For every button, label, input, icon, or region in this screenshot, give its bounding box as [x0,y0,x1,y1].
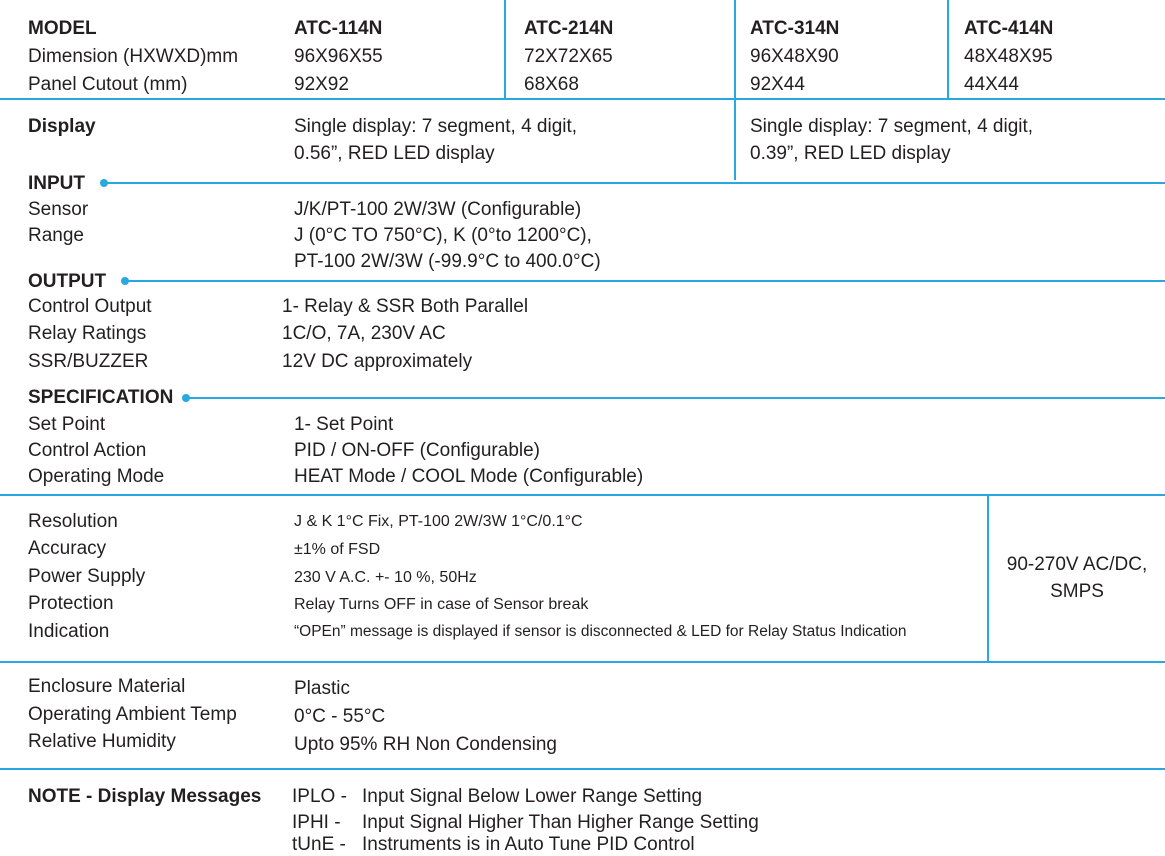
bullet-dot [100,179,108,187]
output-row-value: 1C/O, 7A, 230V AC [282,323,446,344]
general-row-label: Resolution [28,511,118,532]
section-divider [0,661,1165,663]
output-row-label: Relay Ratings [28,323,147,344]
section-rule [187,397,1165,399]
input-row-label: Range [28,225,84,246]
note-text: Input Signal Below Lower Range Setting [362,786,703,807]
bullet-dot [121,277,129,285]
general-row-label: Protection [28,593,114,614]
column-divider [734,0,736,98]
model-name: ATC-314N [750,18,840,39]
note-code: IPLO - [292,786,347,807]
model-cutout: 44X44 [964,74,1019,95]
spec-row-value: PID / ON-OFF (Configurable) [294,440,540,461]
section-divider [0,768,1165,770]
general-row-value: Relay Turns OFF in case of Sensor break [294,596,589,613]
bullet-dot [182,394,190,402]
spec-row-value: HEAT Mode / COOL Mode (Configurable) [294,466,644,487]
spec-row-label: Control Action [28,440,147,461]
spec-row-label: Operating Mode [28,466,165,487]
output-row-value: 12V DC approximately [282,351,473,372]
model-dimension: 96X48X90 [750,46,839,67]
model-dimension: 96X96X55 [294,46,383,67]
env-row-label: Enclosure Material [28,676,186,697]
general-row-value: ±1% of FSD [294,541,381,558]
section-rule [126,280,1165,282]
column-divider [987,496,989,662]
model-dimension: 72X72X65 [524,46,613,67]
env-row-label: Relative Humidity [28,731,176,752]
note-code: tUnE - [292,834,346,855]
power-supply-note-line1: 90-270V AC/DC, [1006,554,1148,575]
display-left-line1: Single display: 7 segment, 4 digit, [294,116,578,137]
note-label: NOTE - Display Messages [28,786,262,807]
section-divider [0,494,1165,496]
model-cutout: 92X92 [294,74,349,95]
section-divider [0,98,1165,100]
env-row-label: Operating Ambient Temp [28,704,237,725]
display-left-line2: 0.56”, RED LED display [294,143,495,164]
input-row-value: PT-100 2W/3W (-99.9°C to 400.0°C) [294,251,601,272]
note-text: Instruments is in Auto Tune PID Control [362,834,695,855]
section-rule [105,182,1165,184]
general-row-value: “OPEn” message is displayed if sensor is… [294,623,907,640]
general-row-value: 230 V A.C. +- 10 %, 50Hz [294,569,477,586]
spec-row-value: 1- Set Point [294,414,394,435]
model-cutout: 68X68 [524,74,579,95]
general-row-label: Accuracy [28,538,107,559]
display-right-line1: Single display: 7 segment, 4 digit, [750,116,1034,137]
specification-title: SPECIFICATION [28,387,174,408]
display-right-line2: 0.39”, RED LED display [750,143,951,164]
output-row-value: 1- Relay & SSR Both Parallel [282,296,529,317]
model-dimension: 48X48X95 [964,46,1053,67]
model-name: ATC-414N [964,18,1054,39]
model-cutout: 92X44 [750,74,805,95]
input-row-value: J (0°C TO 750°C), K (0°to 1200°C), [294,225,592,246]
output-row-label: Control Output [28,296,152,317]
column-divider [504,0,506,98]
output-row-label: SSR/BUZZER [28,351,149,372]
input-title: INPUT [28,173,85,194]
general-row-value: J & K 1°C Fix, PT-100 2W/3W 1°C/0.1°C [294,513,583,530]
display-label: Display [28,116,96,137]
model-name: ATC-114N [294,18,383,39]
cutout-label: Panel Cutout (mm) [28,74,188,95]
dimension-label: Dimension (HXWXD)mm [28,46,239,67]
general-row-label: Indication [28,621,110,642]
column-divider [947,0,949,98]
power-supply-note-line2: SMPS [1050,581,1104,602]
env-row-value: Upto 95% RH Non Condensing [294,734,557,755]
column-divider [734,100,736,180]
input-row-value: J/K/PT-100 2W/3W (Configurable) [294,199,582,220]
env-row-value: 0°C - 55°C [294,706,386,727]
model-header-label: MODEL [28,18,97,39]
model-name: ATC-214N [524,18,614,39]
note-code: IPHI - [292,812,341,833]
input-row-label: Sensor [28,199,89,220]
spec-row-label: Set Point [28,414,106,435]
env-row-value: Plastic [294,678,350,699]
note-text: Input Signal Higher Than Higher Range Se… [362,812,759,833]
general-row-label: Power Supply [28,566,146,587]
output-title: OUTPUT [28,271,107,292]
